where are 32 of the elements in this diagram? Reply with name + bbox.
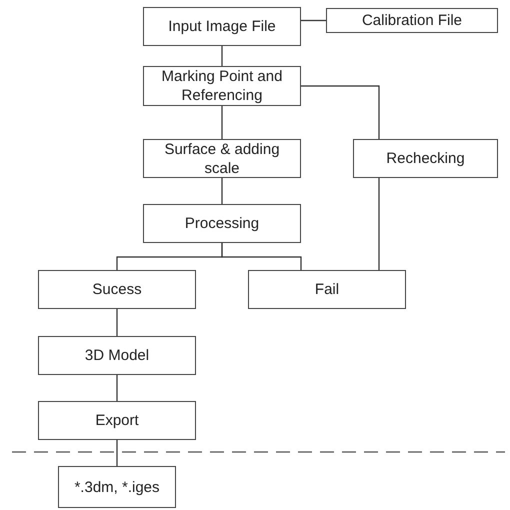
process-box <box>58 466 176 508</box>
box-label: Marking Point and Referencing <box>160 67 284 105</box>
connector-line <box>116 309 118 336</box>
box-label: Processing <box>184 214 260 233</box>
connector-line <box>221 106 223 139</box>
box-label: Input Image File <box>168 17 276 36</box>
box-label: Calibration File <box>362 11 462 30</box>
process-box <box>143 139 301 178</box>
box-label: 3D Model <box>84 346 150 365</box>
connector-line <box>221 178 223 204</box>
connector-line <box>221 46 223 66</box>
process-box <box>143 66 301 106</box>
box-label: Fail <box>314 280 340 299</box>
box-label: Rechecking <box>386 149 465 168</box>
connector-line <box>301 20 326 22</box>
process-box <box>143 204 301 243</box>
process-box <box>38 401 196 440</box>
process-box <box>38 336 196 375</box>
process-box <box>248 270 406 309</box>
process-box <box>326 8 498 33</box>
box-label: Sucess <box>92 280 142 299</box>
connector-line <box>221 243 302 270</box>
connector-line <box>116 375 118 401</box>
connector-line <box>116 440 118 466</box>
connector-line <box>301 85 380 139</box>
process-box <box>38 270 196 309</box>
box-label: Surface & adding scale <box>163 140 281 178</box>
box-label: Export <box>95 411 139 430</box>
box-label: *.3dm, *.iges <box>74 478 160 496</box>
process-box <box>353 139 498 178</box>
process-box <box>143 7 301 46</box>
connector-line <box>378 178 380 270</box>
